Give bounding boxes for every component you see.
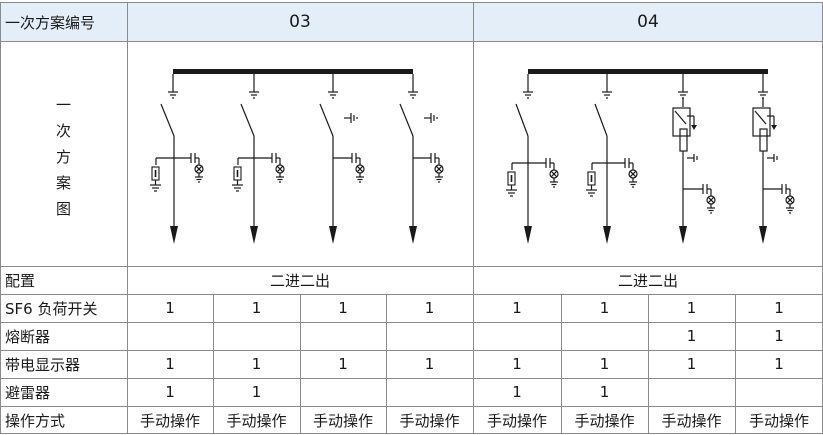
value-cell: 1 [424,299,435,317]
grid-line [0,406,823,407]
grid-line [0,322,823,323]
grid-line [0,266,823,267]
value-cell: 1 [512,299,522,317]
grid-line [0,350,823,351]
grid-line [735,294,736,434]
value-cell: 手动操作 [312,411,373,430]
value-cell: 手动操作 [399,411,460,430]
value-cell: 1 [512,355,522,373]
value-cell: 1 [165,383,175,401]
grid-line [561,294,562,434]
diagram-label-char: 图 [55,200,71,218]
grid-line [648,294,649,434]
value-cell: 1 [686,299,697,317]
feeder-04-1 [505,74,559,244]
value-cell: 1 [424,355,435,373]
header-title: 一次方案编号 [0,3,127,41]
feeder-04-2 [585,74,638,244]
grid-line [127,2,128,434]
row-label: SF6 负荷开关 [5,299,98,318]
row-label: 带电显示器 [5,355,81,374]
grid-line [0,2,823,3]
diagram-label-char: 一 [55,96,71,114]
row-label: 熔断器 [5,327,51,346]
diagram-label-char: 方 [55,148,71,166]
header-group-04: 04 [473,3,823,41]
value-cell: 1 [251,383,262,401]
config-group-03: 二进二出 [269,271,330,290]
grid-line [300,294,301,434]
config-group-04: 二进二出 [617,271,678,290]
feeder-04-3 [672,74,716,244]
value-cell: 1 [774,355,784,373]
grid-line [473,2,474,434]
value-cell: 手动操作 [748,411,809,430]
bus-bar-03 [173,69,413,74]
value-cell: 手动操作 [486,411,547,430]
value-cell: 1 [599,299,610,317]
row-label: 操作方式 [5,411,66,430]
grid-line [0,41,823,42]
value-cell: 手动操作 [661,411,722,430]
value-cell: 手动操作 [226,411,287,430]
value-cell: 1 [512,383,522,401]
header-group-03: 03 [127,3,473,41]
value-cell: 1 [599,383,610,401]
grid-line [0,433,823,434]
diagram-label-char: 次 [55,122,71,140]
value-cell: 1 [338,299,348,317]
value-cell: 1 [686,327,697,345]
feeder-03-1 [149,74,204,244]
feeder-03-4 [399,74,444,244]
value-cell: 手动操作 [139,411,200,430]
grid-line [0,2,1,434]
row-label: 避雷器 [5,383,51,402]
feeder-03-3 [319,74,365,244]
value-cell: 1 [251,355,262,373]
config-label: 配置 [5,271,36,290]
value-cell: 1 [338,355,348,373]
value-cell: 1 [774,299,784,317]
value-cell: 1 [686,355,697,373]
feeder-03-2 [231,74,285,244]
value-cell: 1 [165,299,175,317]
diagram-label-char: 案 [55,174,71,192]
grid-line [386,294,387,434]
value-cell: 1 [165,355,175,373]
grid-line [0,378,823,379]
feeder-04-4 [752,74,795,244]
value-cell: 1 [774,327,784,345]
bus-bar-04 [528,69,768,74]
grid-line [213,294,214,434]
value-cell: 手动操作 [574,411,635,430]
grid-line [0,294,823,295]
value-cell: 1 [599,355,610,373]
value-cell: 1 [251,299,262,317]
